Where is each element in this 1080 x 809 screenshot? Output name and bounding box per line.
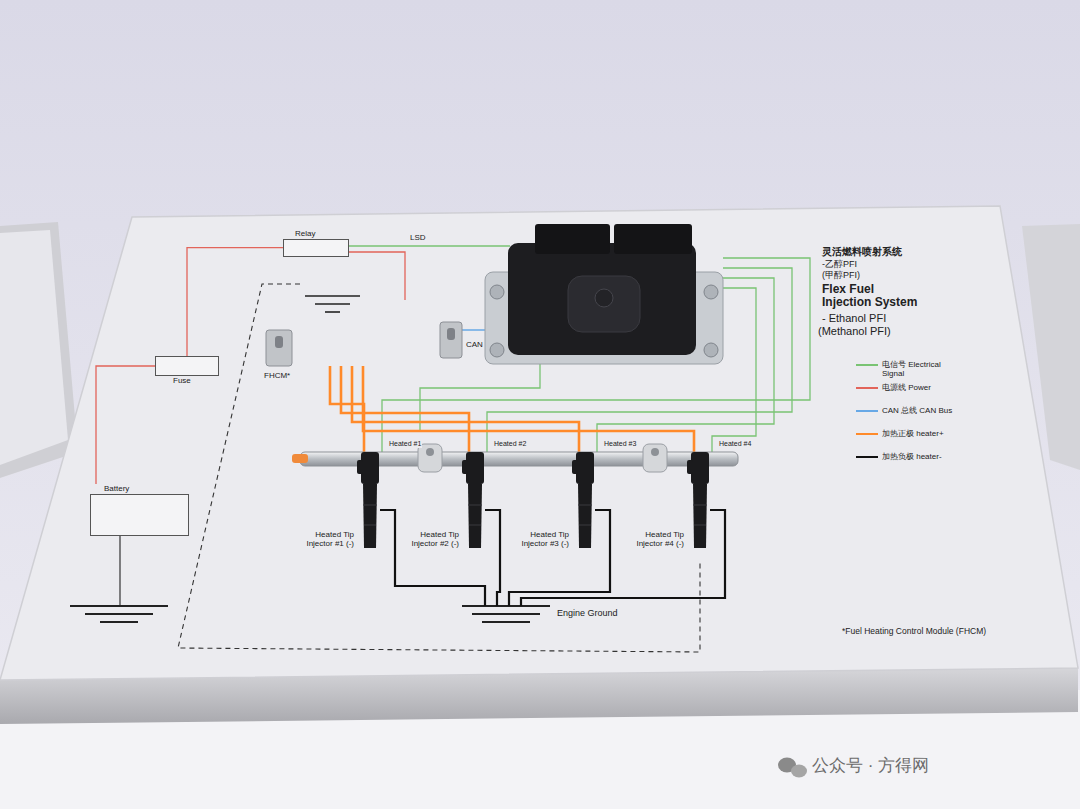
fuse-box: Fuse <box>155 356 219 386</box>
relay-box-outline <box>283 239 349 257</box>
subtitle-cn: -乙醇PFI <box>822 259 857 269</box>
title-text: 灵活燃料喷射系统 <box>822 246 902 258</box>
pin-name: Heated #4 <box>718 440 752 448</box>
power-wire <box>187 248 283 356</box>
fuse-box-outline <box>155 356 219 376</box>
legend-text: 电信号 Electrical Signal <box>882 360 964 378</box>
pin-name: Heated #3 <box>603 440 637 448</box>
subtitle-en: (Methanol PFI) <box>818 325 891 338</box>
relay-box: Relay <box>283 229 349 257</box>
title-en: Flex Fuel Injection System <box>822 283 922 309</box>
legend-swatch <box>856 410 878 412</box>
part-name: Heated Tip Injector #3 (-) <box>521 530 569 548</box>
legend-swatch <box>856 456 878 458</box>
signal-name: CAN <box>466 340 483 349</box>
legend-swatch <box>856 387 878 389</box>
subtitle-en: - Ethanol PFI <box>822 312 886 325</box>
part-name: Heated Tip Injector #2 (-) <box>411 530 459 548</box>
battery-box-outline <box>90 494 189 536</box>
legend-text: 电源线 Power <box>882 383 964 392</box>
pin-name: Heated #2 <box>493 440 527 448</box>
part-name: FHCM* <box>264 371 290 380</box>
box-label: Battery <box>90 484 189 494</box>
part-name: Heated Tip Injector #1 (-) <box>306 530 354 548</box>
pin-name: Heated #1 <box>388 440 422 448</box>
box-label: Relay <box>283 229 349 239</box>
legend-swatch <box>856 364 878 366</box>
legend-swatch <box>856 433 878 435</box>
part-name: Heated Tip Injector #4 (-) <box>636 530 684 548</box>
box-label: Fuse <box>155 376 219 386</box>
legend-text: CAN 总线 CAN Bus <box>882 406 964 415</box>
legend-text: 加热正极 heater+ <box>882 429 964 438</box>
signal-name: LSD <box>410 233 426 242</box>
subtitle-cn: (甲醇PFI) <box>822 270 860 280</box>
legend-text: 加热负极 heater- <box>882 452 964 461</box>
watermark: 公众号 · 方得网 <box>812 756 929 776</box>
battery-box: Battery <box>90 484 189 536</box>
footnote: *Fuel Heating Control Module (FHCM) <box>842 627 986 637</box>
part-name: Engine Ground <box>557 608 618 618</box>
power-wire <box>96 366 155 484</box>
